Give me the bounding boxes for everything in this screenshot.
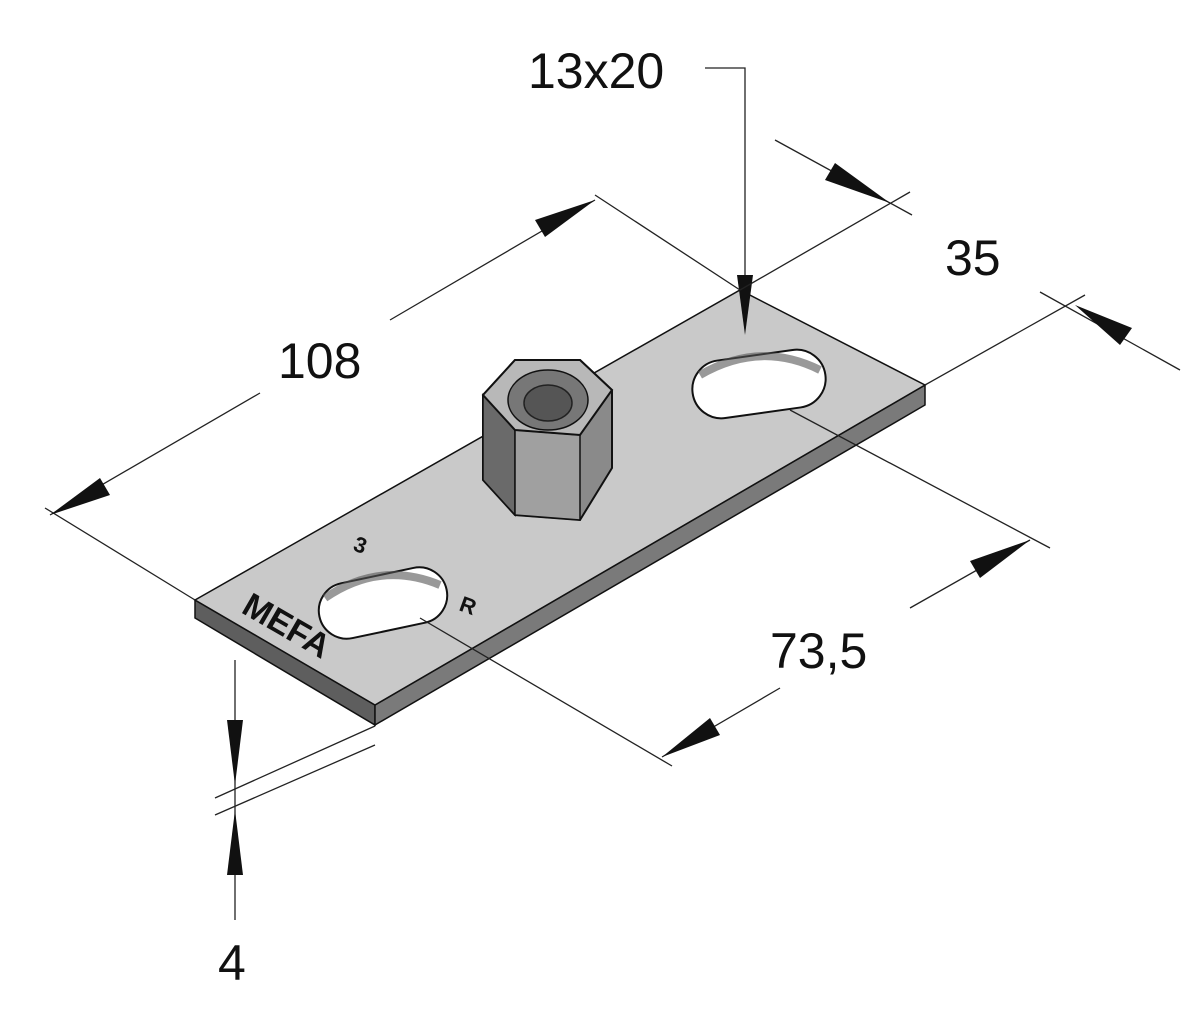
slot-hole-back — [691, 348, 827, 420]
dimension-width-label: 35 — [945, 230, 1001, 286]
dimension-length-label: 108 — [278, 333, 361, 389]
dimension-lines — [44, 67, 1181, 920]
dimension-spacing-label: 73,5 — [770, 623, 867, 679]
hex-nut — [481, 359, 614, 522]
dimension-slot-label: 13x20 — [528, 43, 664, 99]
dimension-thickness-label: 4 — [218, 935, 246, 991]
slot-hole-front — [317, 566, 449, 640]
